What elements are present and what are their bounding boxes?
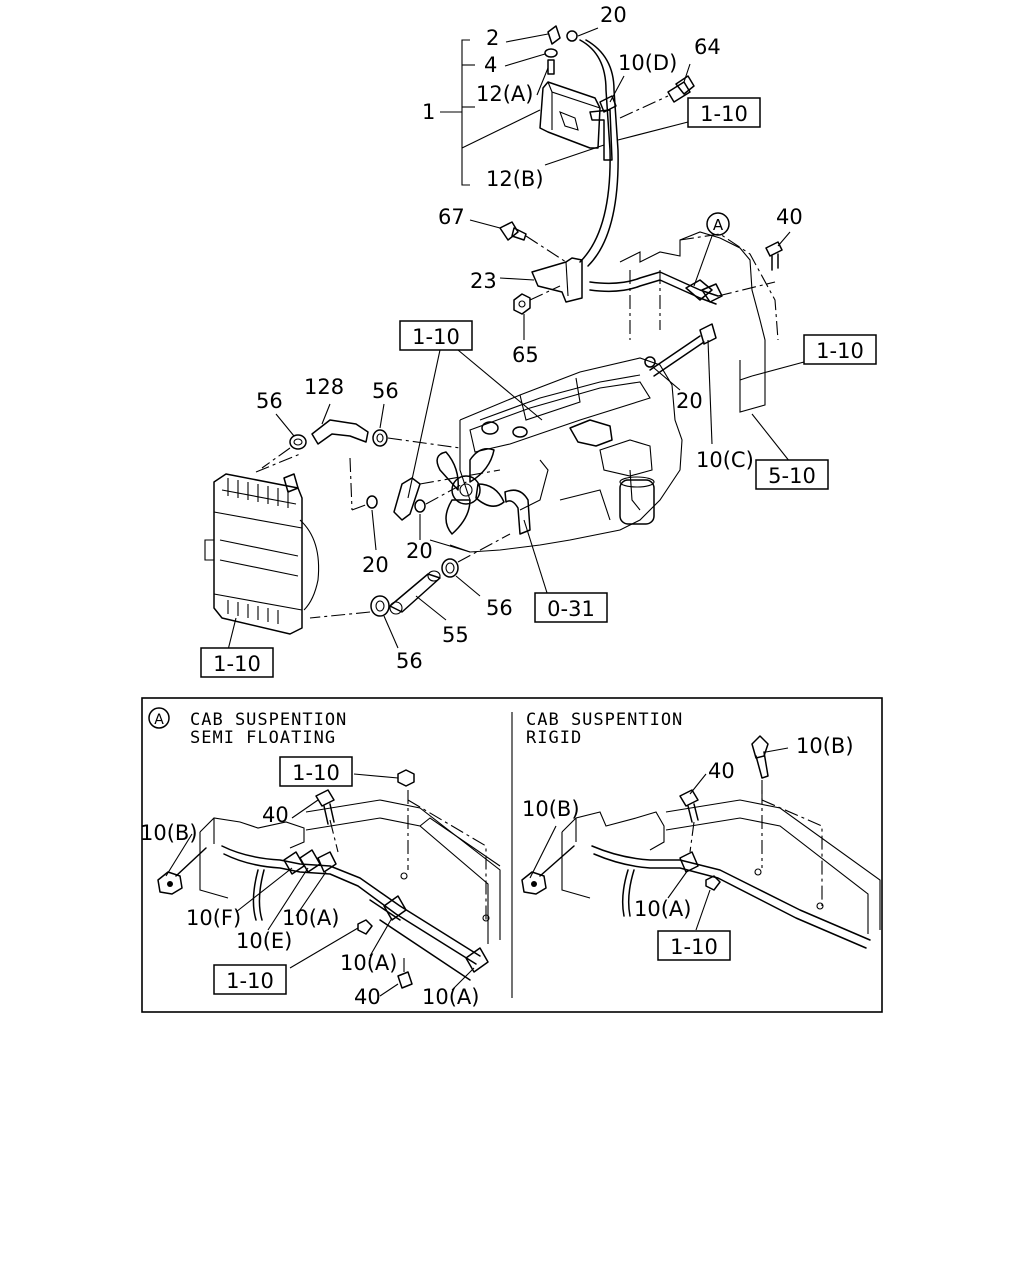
detail-ref-box-bottom-left: 1-10 bbox=[213, 964, 287, 995]
ref-box-1-10-radiator: 1-10 bbox=[200, 647, 274, 678]
callout-128: 128 bbox=[304, 375, 344, 399]
ref-box-1-10-tank-label: 1-10 bbox=[700, 102, 748, 126]
callout-4: 4 bbox=[484, 53, 497, 77]
ref-box-0-31-label: 0-31 bbox=[547, 597, 595, 621]
ref-box-5-10: 5-10 bbox=[755, 459, 829, 490]
cab-mount-frame bbox=[589, 231, 783, 413]
right-heading-line-1: CAB SUSPENTION bbox=[526, 710, 683, 730]
detail-callouts: 40 10(B) 10(F) 10(E) 10(A) 10(A) 40 10(A… bbox=[140, 734, 854, 1009]
detail-callout-40-right: 40 bbox=[708, 759, 735, 783]
detail-callout-10a-3: 10(A) bbox=[422, 985, 479, 1009]
callout-10d: 10(D) bbox=[618, 51, 677, 75]
detail-ref-box-bottom-left-label: 1-10 bbox=[226, 969, 274, 993]
callout-23: 23 bbox=[470, 269, 497, 293]
ref-box-1-10-engine: 1-10 bbox=[399, 320, 473, 351]
callout-20-right: 20 bbox=[676, 389, 703, 413]
callout-20-lower-left: 20 bbox=[362, 553, 389, 577]
ref-boxes-main: 1-10 1-10 1-10 5-10 0-31 1-10 bbox=[200, 97, 877, 678]
engine-block bbox=[429, 357, 683, 553]
left-heading-line-1: CAB SUSPENTION bbox=[190, 710, 347, 730]
callout-20-top: 20 bbox=[600, 3, 627, 27]
callout-56-clamp: 56 bbox=[486, 596, 513, 620]
semi-floating-view bbox=[157, 769, 501, 997]
callout-56-left: 56 bbox=[256, 389, 283, 413]
reserve-tank-assembly bbox=[440, 25, 695, 267]
hose-bracket bbox=[499, 221, 583, 315]
leader-lines-main bbox=[227, 27, 805, 651]
ref-box-1-10-frame-label: 1-10 bbox=[816, 339, 864, 363]
detail-a-panel: A CAB SUSPENTION SEMI FLOATING CAB SUSPE… bbox=[140, 697, 883, 1013]
bypass-hose bbox=[349, 457, 501, 521]
marker-a-main-label: A bbox=[713, 216, 724, 234]
detail-callout-10e: 10(E) bbox=[236, 929, 292, 953]
detail-ref-box-top-label: 1-10 bbox=[292, 761, 340, 785]
ref-box-5-10-label: 5-10 bbox=[768, 464, 816, 488]
detail-callout-10b-right-top: 10(B) bbox=[796, 734, 854, 758]
detail-a-marker-main: A bbox=[706, 212, 730, 236]
callout-10c: 10(C) bbox=[696, 448, 754, 472]
callouts-main: 2 20 4 10(D) 64 12(A) 1 12(B) 67 40 23 6… bbox=[256, 3, 803, 673]
callout-65: 65 bbox=[512, 343, 539, 367]
callout-67: 67 bbox=[438, 205, 465, 229]
marker-a-detail-label: A bbox=[154, 712, 164, 728]
radiator bbox=[204, 453, 320, 635]
detail-callout-10f: 10(F) bbox=[186, 906, 241, 930]
detail-ref-boxes: 1-10 1-10 1-10 bbox=[213, 756, 731, 995]
detail-callout-10b-right: 10(B) bbox=[522, 797, 580, 821]
ref-box-0-31: 0-31 bbox=[534, 592, 608, 623]
callout-12a: 12(A) bbox=[476, 82, 533, 106]
callout-56-bottom: 56 bbox=[396, 649, 423, 673]
lower-hose-55 bbox=[309, 533, 511, 619]
detail-ref-box-right: 1-10 bbox=[657, 930, 731, 961]
ref-box-1-10-tank: 1-10 bbox=[687, 97, 761, 128]
rigid-view bbox=[521, 735, 881, 949]
left-heading-line-2: SEMI FLOATING bbox=[190, 728, 336, 748]
callout-2: 2 bbox=[486, 26, 499, 50]
callout-40-top: 40 bbox=[776, 205, 803, 229]
ref-box-1-10-frame: 1-10 bbox=[803, 334, 877, 365]
detail-ref-box-right-label: 1-10 bbox=[670, 935, 718, 959]
callout-64: 64 bbox=[694, 35, 721, 59]
detail-ref-box-top: 1-10 bbox=[279, 756, 353, 787]
ref-box-1-10-engine-label: 1-10 bbox=[412, 325, 460, 349]
detail-callout-10a-right: 10(A) bbox=[634, 897, 691, 921]
callout-20-lower-mid: 20 bbox=[406, 539, 433, 563]
upper-hose-128 bbox=[261, 419, 461, 469]
detail-callout-40-left: 40 bbox=[262, 803, 289, 827]
detail-callout-10a-1: 10(A) bbox=[282, 906, 339, 930]
detail-callout-10b-left: 10(B) bbox=[140, 821, 198, 845]
detail-callout-40-bottom: 40 bbox=[354, 985, 381, 1009]
callout-56-mid: 56 bbox=[372, 379, 399, 403]
callout-12b: 12(B) bbox=[486, 167, 544, 191]
callout-55: 55 bbox=[442, 623, 469, 647]
right-heading-line-2: RIGID bbox=[526, 728, 582, 748]
ref-box-1-10-radiator-label: 1-10 bbox=[213, 652, 261, 676]
detail-callout-10a-2: 10(A) bbox=[340, 951, 397, 975]
callout-1: 1 bbox=[422, 100, 435, 124]
